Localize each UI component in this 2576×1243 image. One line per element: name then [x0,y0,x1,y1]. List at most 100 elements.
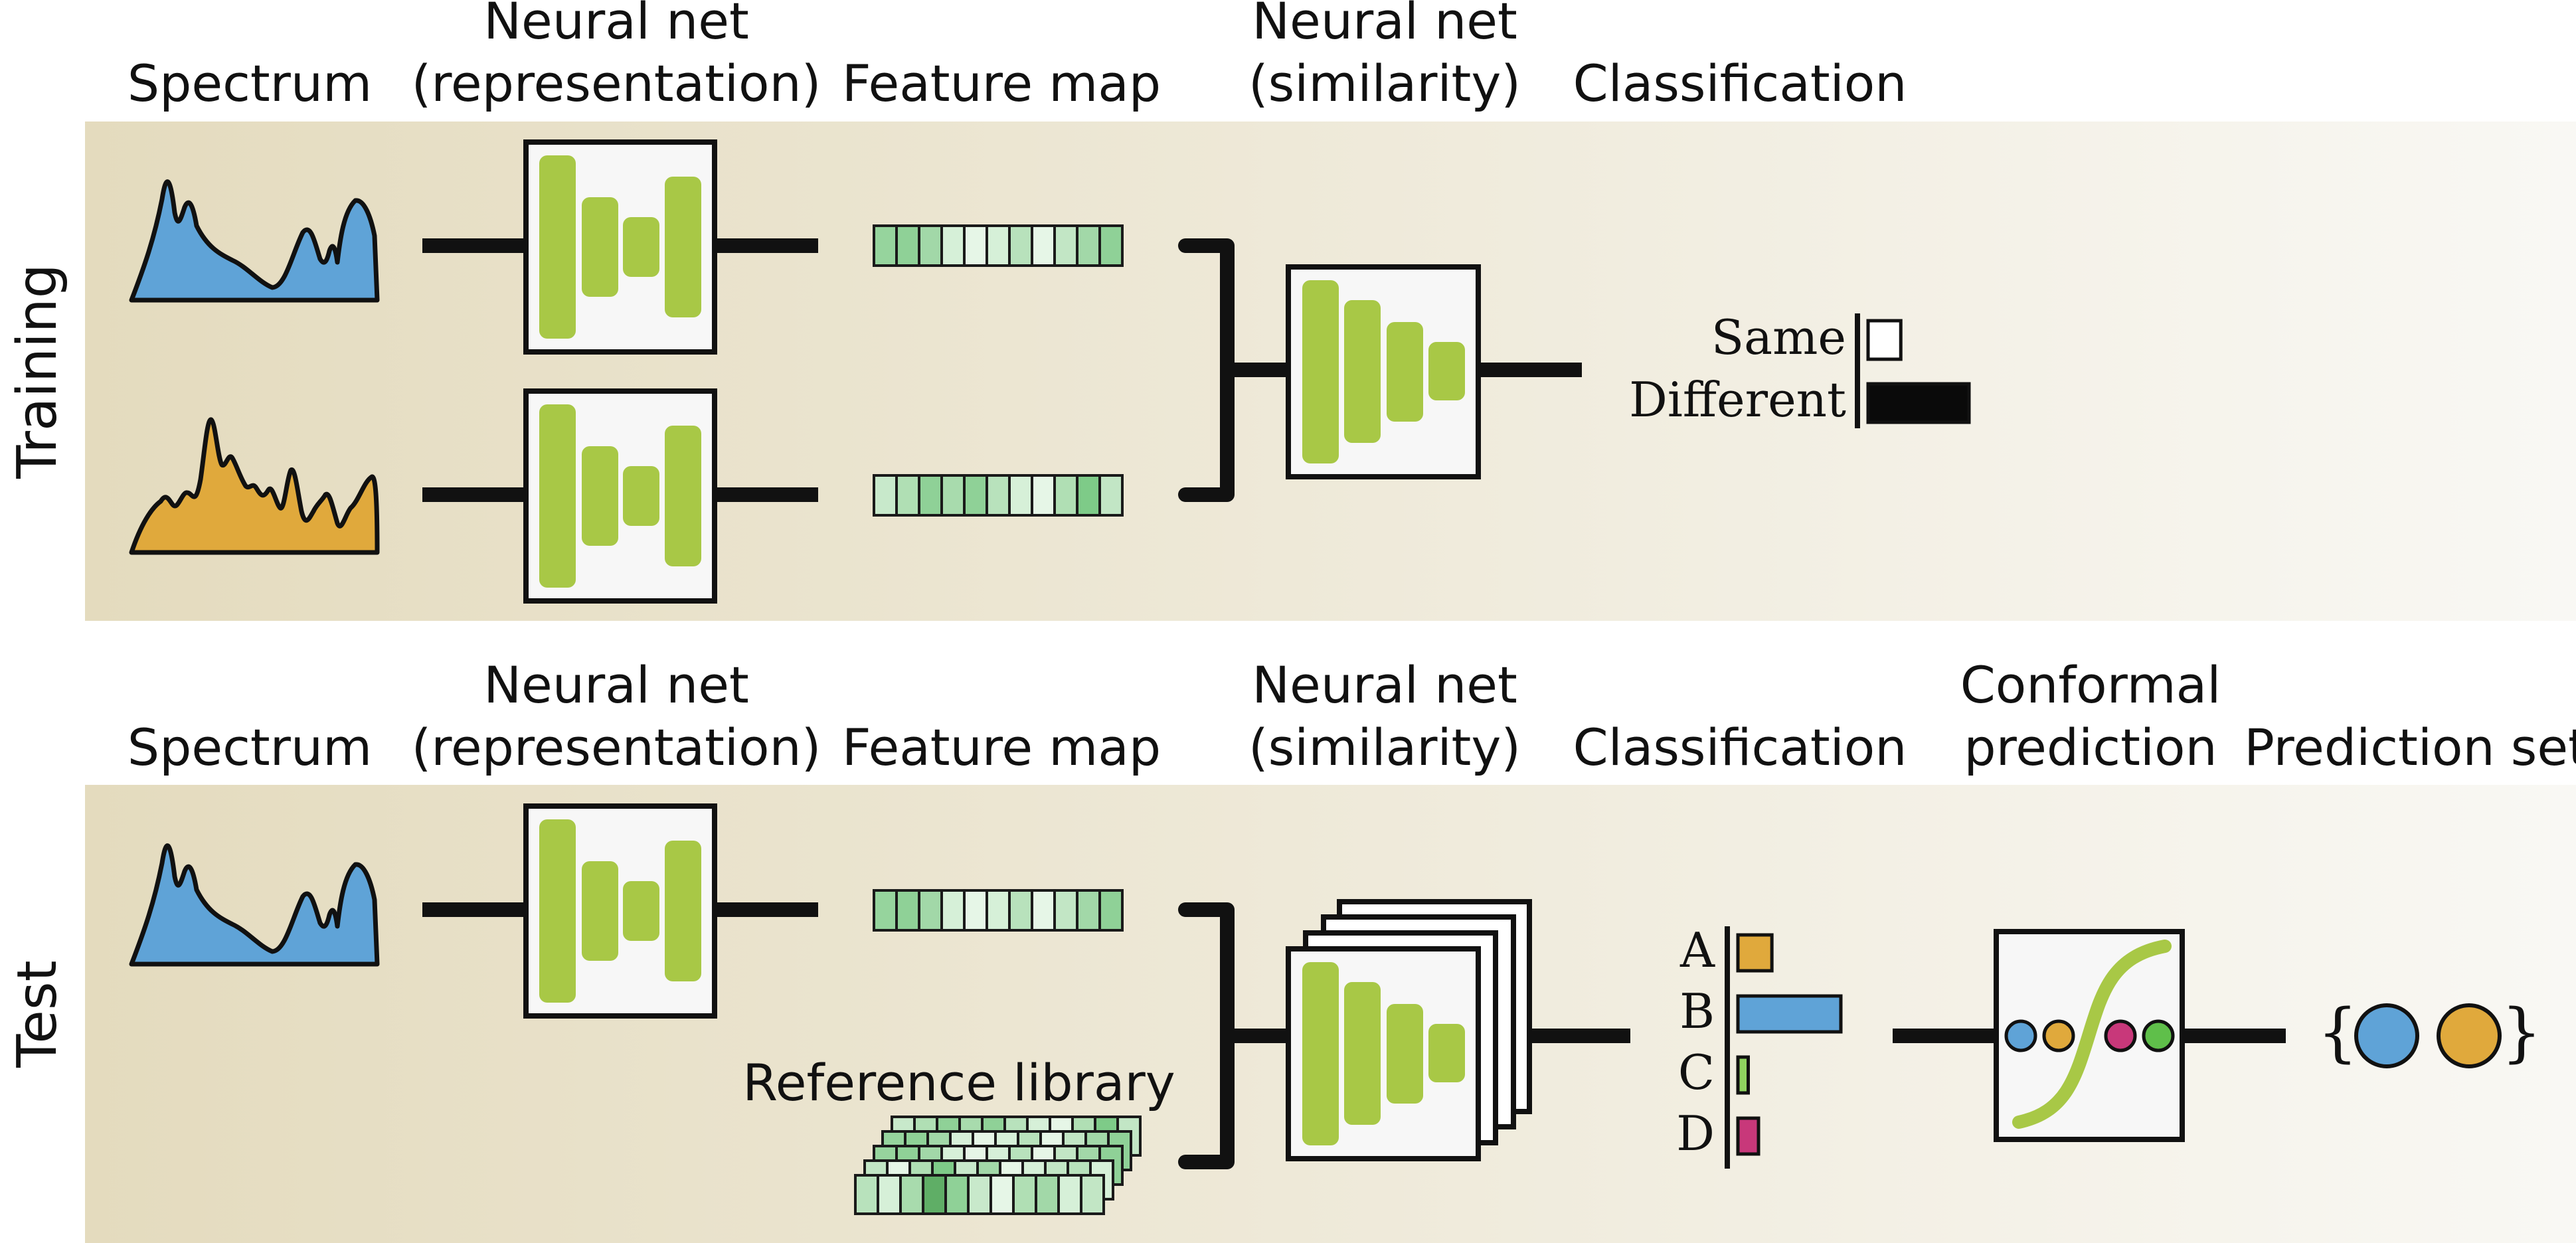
header-prediction-set: Prediction set [2244,718,2576,777]
feature-cell [1053,224,1078,267]
header-classification: Classification [1573,718,1907,777]
feature-cell [940,224,966,267]
class-bar-c [1736,1055,1750,1095]
feature-cell [1076,889,1101,932]
net-layer [582,861,618,961]
reference-cell [1012,1174,1037,1215]
feature-cell [1031,474,1056,517]
reference-cell [967,1174,992,1215]
reference-library-label: Reference library [742,1053,1175,1112]
net-layer [582,446,618,546]
feature-cell [1076,474,1101,517]
classification-training: Same Different [1629,309,1971,428]
header-classification: Classification [1573,54,1907,113]
feature-map-training-top [873,224,1124,267]
training-label: Training [6,264,69,479]
net-layer [623,217,659,277]
similarity-net-stack [1286,899,1532,1161]
representation-net-test [523,803,717,1019]
training-headers: Spectrum Neural net (representation) Fea… [128,0,1907,113]
reference-cell [877,1174,902,1215]
net-layer [665,841,701,981]
header-conformal-line2: prediction [1964,718,2217,777]
net-layer [623,466,659,526]
net-layer [665,426,701,566]
feature-cell [1053,474,1078,517]
reference-cell [1057,1174,1082,1215]
feature-cell [963,224,988,267]
prediction-set: { } [2317,995,2541,1070]
feature-cell [1008,224,1033,267]
feature-cell [963,889,988,932]
conformal-dot [2104,1019,2137,1052]
feature-cell [1031,889,1056,932]
class-label-d: D [1676,1106,1715,1161]
conformal-dot [2004,1019,2037,1052]
feature-cell [1076,224,1101,267]
feature-cell [918,224,943,267]
header-spectrum: Spectrum [128,718,372,777]
net-layer [1302,962,1339,1145]
feature-cell [895,474,920,517]
reference-cell [989,1174,1015,1215]
reference-cell [899,1174,924,1215]
feature-cell [895,224,920,267]
header-spectrum: Spectrum [128,54,372,113]
net-layer [1302,280,1339,463]
representation-net-top [523,139,717,355]
header-repr-line1: Neural net [483,0,749,50]
net-layer [582,197,618,297]
same-label: Same [1711,309,1846,365]
header-repr-line2: (representation) [412,718,821,777]
feature-cell [986,474,1011,517]
feature-cell [873,474,898,517]
feature-cell [1098,474,1124,517]
open-brace: { [2317,995,2358,1070]
sigmoid-curve [2012,940,2172,1129]
reference-cell [1035,1174,1060,1215]
class-bar-b [1736,994,1843,1034]
class-bar-a [1736,933,1774,973]
class-label-b: B [1679,983,1715,1039]
net-layer [623,881,659,941]
net-layer [539,155,576,339]
conformal-box [1994,929,2185,1142]
header-feature-map: Feature map [842,718,1161,777]
conformal-dot [2042,1019,2075,1052]
header-sim-line1: Neural net [1252,655,1517,714]
test-label: Test [6,960,69,1068]
feature-map-training-bottom [873,474,1124,517]
feature-cell [873,224,898,267]
reference-cell [1080,1174,1105,1215]
class-bar-d [1736,1116,1760,1156]
net-layer [1387,1004,1423,1104]
class-label-a: A [1679,922,1715,978]
feature-cell [986,224,1011,267]
header-sim-line1: Neural net [1252,0,1517,50]
representation-net-bottom [523,388,717,604]
feature-cell [1008,474,1033,517]
spectrum-blue-test [129,843,380,967]
feature-cell [1053,889,1078,932]
feature-map-test [873,889,1124,932]
header-feature-map: Feature map [842,54,1161,113]
net-layer [539,819,576,1003]
feature-cell [873,889,898,932]
spectrum-blue-top [129,179,380,303]
feature-cell [918,889,943,932]
same-bar [1866,319,1903,361]
feature-cell [963,474,988,517]
header-conformal-line1: Conformal [1960,655,2221,714]
feature-cell [986,889,1011,932]
merge-bracket [1178,238,1296,502]
different-label: Different [1629,372,1846,428]
reference-cell [944,1174,970,1215]
prediction-member [2437,1003,2502,1068]
merge-bracket [1178,902,1296,1169]
header-repr-line1: Neural net [483,655,749,714]
feature-cell [940,889,966,932]
net-layer [1387,322,1423,422]
feature-cell [940,474,966,517]
